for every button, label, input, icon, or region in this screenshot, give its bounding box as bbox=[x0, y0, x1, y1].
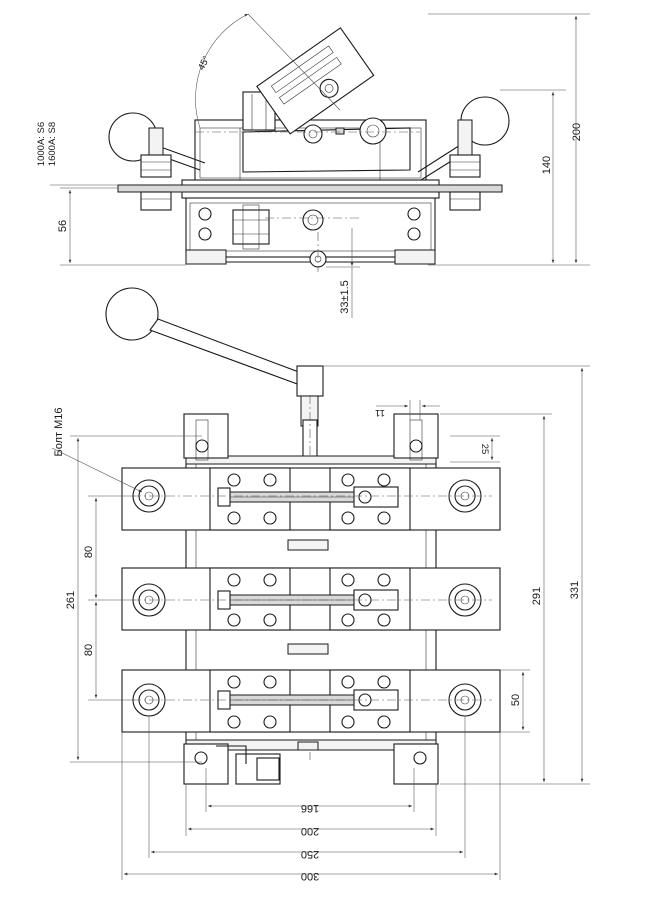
mounting-foot-right bbox=[394, 249, 436, 265]
handle-arm bbox=[149, 318, 305, 386]
cable-clamp-left bbox=[232, 209, 270, 245]
top-bracket-right bbox=[393, 413, 439, 459]
nut-right-top bbox=[449, 154, 481, 178]
bolt-label: Болт М16 bbox=[53, 407, 65, 456]
contact-arm bbox=[242, 127, 411, 173]
dim-300: 300 bbox=[301, 870, 319, 882]
dim-80-lower: 80 bbox=[83, 644, 95, 656]
dim-80-upper: 80 bbox=[83, 546, 95, 558]
busbar-plate bbox=[117, 184, 503, 193]
terminal-stud-left bbox=[148, 127, 164, 159]
dim-11: 11 bbox=[375, 407, 385, 418]
front-view: Болт М16 261 80 80 331 291 50 11 bbox=[51, 287, 590, 882]
variant-1000a: 1000A: S6 bbox=[36, 122, 47, 166]
pole-3 bbox=[121, 669, 501, 733]
dim-166: 166 bbox=[301, 802, 319, 814]
top-view: 45° 200 140 56 1000A: S6 1600A: S8 33±1.… bbox=[36, 13, 590, 318]
dim-200-top: 200 bbox=[571, 123, 583, 141]
handle-ball bbox=[105, 287, 159, 341]
dim-331: 331 bbox=[569, 581, 581, 599]
nut-left-top bbox=[140, 154, 172, 178]
dim-250: 250 bbox=[301, 848, 319, 860]
pole-1 bbox=[121, 467, 501, 531]
handle-hub bbox=[296, 365, 324, 397]
dim-50: 50 bbox=[510, 694, 522, 706]
terminal-stud-right bbox=[457, 119, 473, 159]
dim-33: 33±1.5 bbox=[339, 280, 351, 314]
dim-261: 261 bbox=[65, 591, 77, 609]
operating-lever bbox=[256, 27, 375, 135]
bottom-bracket-right bbox=[393, 743, 439, 785]
dim-25: 25 bbox=[479, 444, 490, 455]
mounting-foot-left bbox=[185, 249, 227, 265]
pole-2 bbox=[121, 567, 501, 631]
dim-140: 140 bbox=[541, 156, 553, 174]
dim-56: 56 bbox=[57, 220, 69, 232]
dim-angle-label: 45° bbox=[196, 54, 212, 72]
dim-291: 291 bbox=[531, 587, 543, 605]
dim-200-bottom: 200 bbox=[301, 825, 319, 837]
variant-1600a: 1600A: S8 bbox=[47, 122, 58, 166]
pivot-pin bbox=[359, 117, 387, 145]
nut-left-bottom bbox=[140, 191, 172, 211]
nut-right-bottom bbox=[449, 191, 481, 211]
